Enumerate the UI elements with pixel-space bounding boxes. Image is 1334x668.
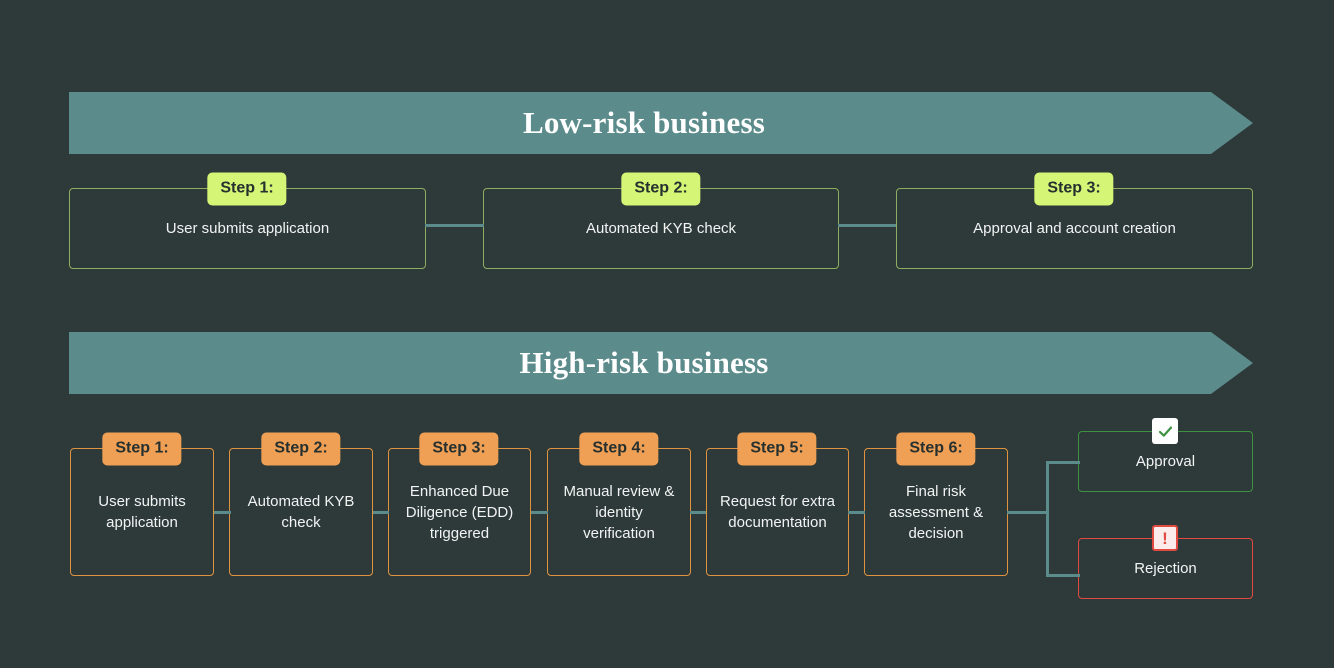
connector-branch-spine [1046,461,1049,577]
connector-high-3-4 [531,511,548,514]
step-badge-low-3: Step 3: [1034,172,1114,206]
step-badge-high-1: Step 1: [102,432,182,466]
step-card-high-2-text: Automated KYB check [247,493,355,531]
connector-high-4-5 [690,511,706,514]
step-badge-high-6: Step 6: [896,432,976,466]
connector-branch-approval [1046,461,1080,464]
connector-high-2-3 [373,511,389,514]
flow-row-high-risk: User submits application Step 1: Automat… [0,418,1334,599]
step-badge-high-3: Step 3: [419,432,499,466]
step-card-high-5-text: Request for extra documentation [719,493,836,531]
outcome-card-approval-text: Approval [1135,453,1196,470]
step-card-high-6[interactable]: Final risk assessment & decision [864,448,1008,576]
banner-title-low-risk: Low-risk business [522,105,765,140]
step-badge-low-1: Step 1: [207,172,287,206]
section-banner-low-risk: Low-risk business [69,92,1253,154]
step-card-high-4[interactable]: Manual review & identity verification [547,448,691,576]
connector-branch-stem [1007,511,1049,514]
step-card-high-2[interactable]: Automated KYB check [229,448,373,576]
step-card-high-1[interactable]: User submits application [70,448,214,576]
step-card-low-2-text: Automated KYB check [585,220,737,237]
section-banner-high-risk: High-risk business [69,332,1253,394]
connector-branch-rejection [1046,574,1080,577]
step-card-high-6-text: Final risk assessment & decision [888,482,984,542]
step-card-high-1-text: User submits application [98,493,186,531]
exclamation-icon: ! [1152,525,1178,551]
step-badge-high-5: Step 5: [737,432,817,466]
step-badge-high-4: Step 4: [579,432,659,466]
banner-title-high-risk: High-risk business [519,345,769,380]
step-card-high-3[interactable]: Enhanced Due Diligence (EDD) triggered [388,448,531,576]
step-card-high-5[interactable]: Request for extra documentation [706,448,849,576]
exclamation-glyph: ! [1162,528,1168,548]
step-card-high-4-text: Manual review & identity verification [563,482,675,542]
connector-high-5-6 [848,511,865,514]
outcome-card-rejection-text: Rejection [1134,560,1197,577]
check-icon [1152,418,1178,444]
connector-high-1-2 [214,511,231,514]
step-card-low-3-text: Approval and account creation [973,220,1176,237]
flow-row-low-risk: User submits application Step 1: Automat… [0,172,1334,270]
connector-low-1-2 [425,224,484,227]
step-badge-high-2: Step 2: [261,432,341,466]
step-card-high-3-text: Enhanced Due Diligence (EDD) triggered [405,482,514,542]
step-card-low-1-text: User submits application [165,220,330,237]
connector-low-2-3 [838,224,896,227]
step-badge-low-2: Step 2: [621,172,701,206]
